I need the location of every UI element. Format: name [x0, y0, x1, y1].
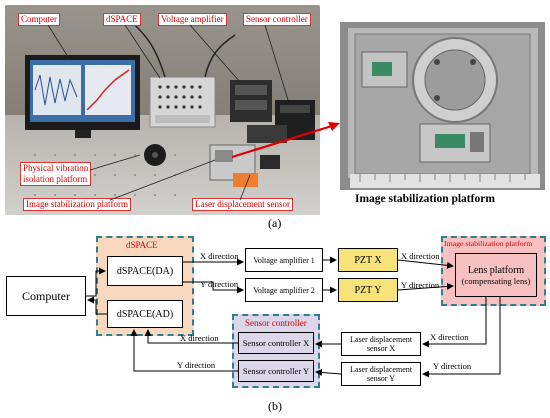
- pzt-x-block: PZT X: [338, 248, 398, 272]
- photo-label-laser-sensor: Laser displacement sensor: [192, 198, 293, 211]
- dspace-group-title: dSPACE: [126, 240, 158, 250]
- voltage-amplifier-2-block: Voltage amplifier 2: [245, 278, 323, 302]
- dspace-da-block: dSPACE(DA): [107, 256, 183, 286]
- arrow-da-to-va2: [183, 281, 244, 294]
- platform-closeup-caption: Image stabilization platform: [355, 193, 495, 205]
- edge-label-x-da-va1: X direction: [200, 251, 239, 261]
- arrow-scy-to-ad: [130, 329, 238, 372]
- photo-label-computer: Computer: [18, 13, 60, 26]
- platform-closeup-illustration: [340, 22, 545, 190]
- laser-sensor-y-line2: sensor Y: [367, 374, 395, 383]
- sensor-controller-group-title: Sensor controller: [245, 318, 307, 328]
- computer-block: Computer: [6, 276, 86, 316]
- edge-label-y-da-va2: Y direction: [200, 279, 239, 289]
- edge-label-y-pzty-lens: Y direction: [401, 280, 440, 290]
- arrow-pzty-to-lens: [397, 282, 454, 291]
- lens-platform-sublabel: (compensating lens): [461, 275, 531, 286]
- photo-label-voltage-amplifier: Voltage amplifier: [158, 13, 227, 26]
- laser-sensor-y-block: Laser displacement sensor Y: [341, 362, 421, 386]
- photo-label-sensor-controller: Sensor controller: [243, 13, 311, 26]
- lens-platform-block: Lens platform (compensating lens): [455, 253, 537, 297]
- lab-setup-illustration: [5, 5, 320, 215]
- image-stabilization-group-title: Image stabilization platform: [444, 239, 533, 248]
- dspace-ad-block: dSPACE(AD): [107, 300, 183, 328]
- pzt-y-block: PZT Y: [338, 278, 398, 302]
- arrow-scx-to-ad: [144, 329, 238, 344]
- photo-pointer-lines: [47, 24, 340, 201]
- sensor-controller-x-block: Sensor controller X: [238, 332, 314, 354]
- laser-sensor-y-line1: Laser displacement: [350, 365, 412, 374]
- photo-label-dspace: dSPACE: [103, 13, 141, 26]
- arrow-computer-to-da: [86, 267, 106, 297]
- arrow-lens-to-lsy: [422, 297, 501, 378]
- lab-setup-photo: [5, 5, 320, 215]
- photo-label-physical-platform: Physical vibration isolation platform: [20, 162, 92, 186]
- photo-label-image-platform: Image stabilization platform: [23, 198, 131, 211]
- laser-sensor-x-block: Laser displacement sensor X: [341, 332, 421, 356]
- edge-label-x-pztx-lens: X direction: [401, 251, 440, 261]
- arrow-pztx-to-lens: [397, 259, 454, 269]
- laser-sensor-x-line1: Laser displacement: [350, 335, 412, 344]
- red-arrow-line: [231, 123, 336, 159]
- edge-label-y-scy-ad: Y direction: [177, 360, 216, 370]
- red-arrow-head: [328, 122, 340, 131]
- voltage-amplifier-1-block: Voltage amplifier 1: [245, 248, 323, 272]
- edge-label-y-lens-lsy: Y direction: [433, 361, 472, 371]
- arrow-lens-to-lsx: [422, 297, 487, 348]
- caption-b: (b): [268, 399, 282, 413]
- arrow-lsy-to-scy: [315, 368, 342, 376]
- sensor-controller-y-block: Sensor controller Y: [238, 360, 314, 382]
- lens-platform-label: Lens platform: [467, 264, 525, 276]
- laser-sensor-x-line2: sensor X: [366, 344, 396, 353]
- arrow-ad-to-computer: [87, 296, 107, 315]
- edge-label-x-lens-lsx: X direction: [430, 332, 469, 342]
- edge-label-x-scx-ad: X direction: [180, 333, 219, 343]
- platform-closeup-photo: [340, 22, 545, 190]
- caption-a: (a): [268, 216, 282, 230]
